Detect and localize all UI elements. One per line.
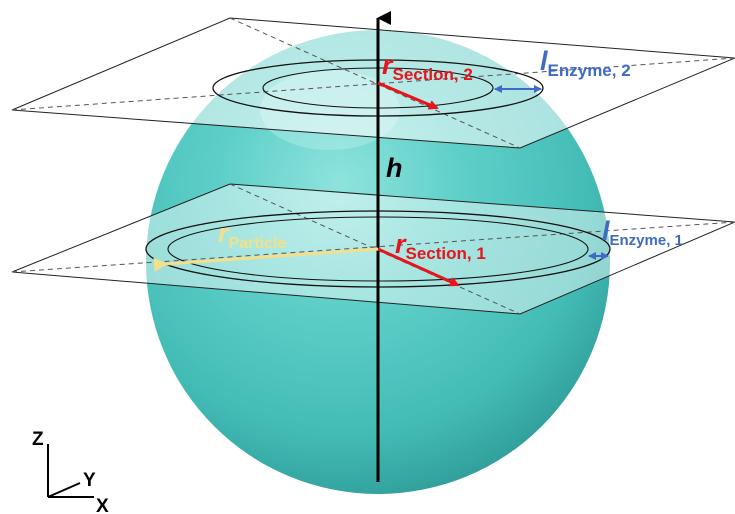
y-axis-line: [47, 482, 81, 498]
r-section-2-subscript: Section, 2: [393, 65, 473, 84]
z-axis-label: Z: [32, 429, 44, 450]
l-enzyme-1-symbol: l: [602, 216, 610, 246]
coordinate-axes: Z Y X: [32, 429, 109, 514]
r-section-1-arrow: [377, 247, 460, 287]
r-section-1-label: rSection, 1: [395, 229, 486, 263]
lower-plane-dashed-line: [229, 183, 521, 315]
x-axis-label: X: [96, 496, 109, 514]
l-enzyme-1-label: lEnzyme, 1: [602, 216, 683, 249]
r-particle-subscript: Particle: [229, 235, 287, 252]
lower-plane-dashed-line-2: [11, 221, 735, 273]
r-section-1-symbol: r: [395, 229, 407, 259]
upper-section-plane: [11, 17, 735, 149]
upper-plane-dashed-line-2: [11, 57, 735, 111]
r-section-1-subscript: Section, 1: [406, 244, 486, 263]
l-enzyme-2-subscript: Enzyme, 2: [548, 61, 631, 80]
r-particle-arrow: [153, 247, 379, 272]
r-particle-label: rParticle: [218, 218, 286, 252]
r-section-2-symbol: r: [382, 50, 394, 80]
l-enzyme-2-label: lEnzyme, 2: [540, 46, 631, 80]
l-enzyme-2-symbol: l: [540, 46, 548, 76]
h-label: h: [386, 153, 403, 183]
r-particle-symbol: r: [218, 218, 230, 248]
r-section-2-label: rSection, 2: [382, 50, 473, 84]
r-section-2-arrow: [377, 81, 439, 110]
y-axis-label: Y: [83, 470, 96, 491]
upper-plane-dashed-line: [229, 17, 521, 149]
l-enzyme-1-subscript: Enzyme, 1: [610, 232, 683, 249]
